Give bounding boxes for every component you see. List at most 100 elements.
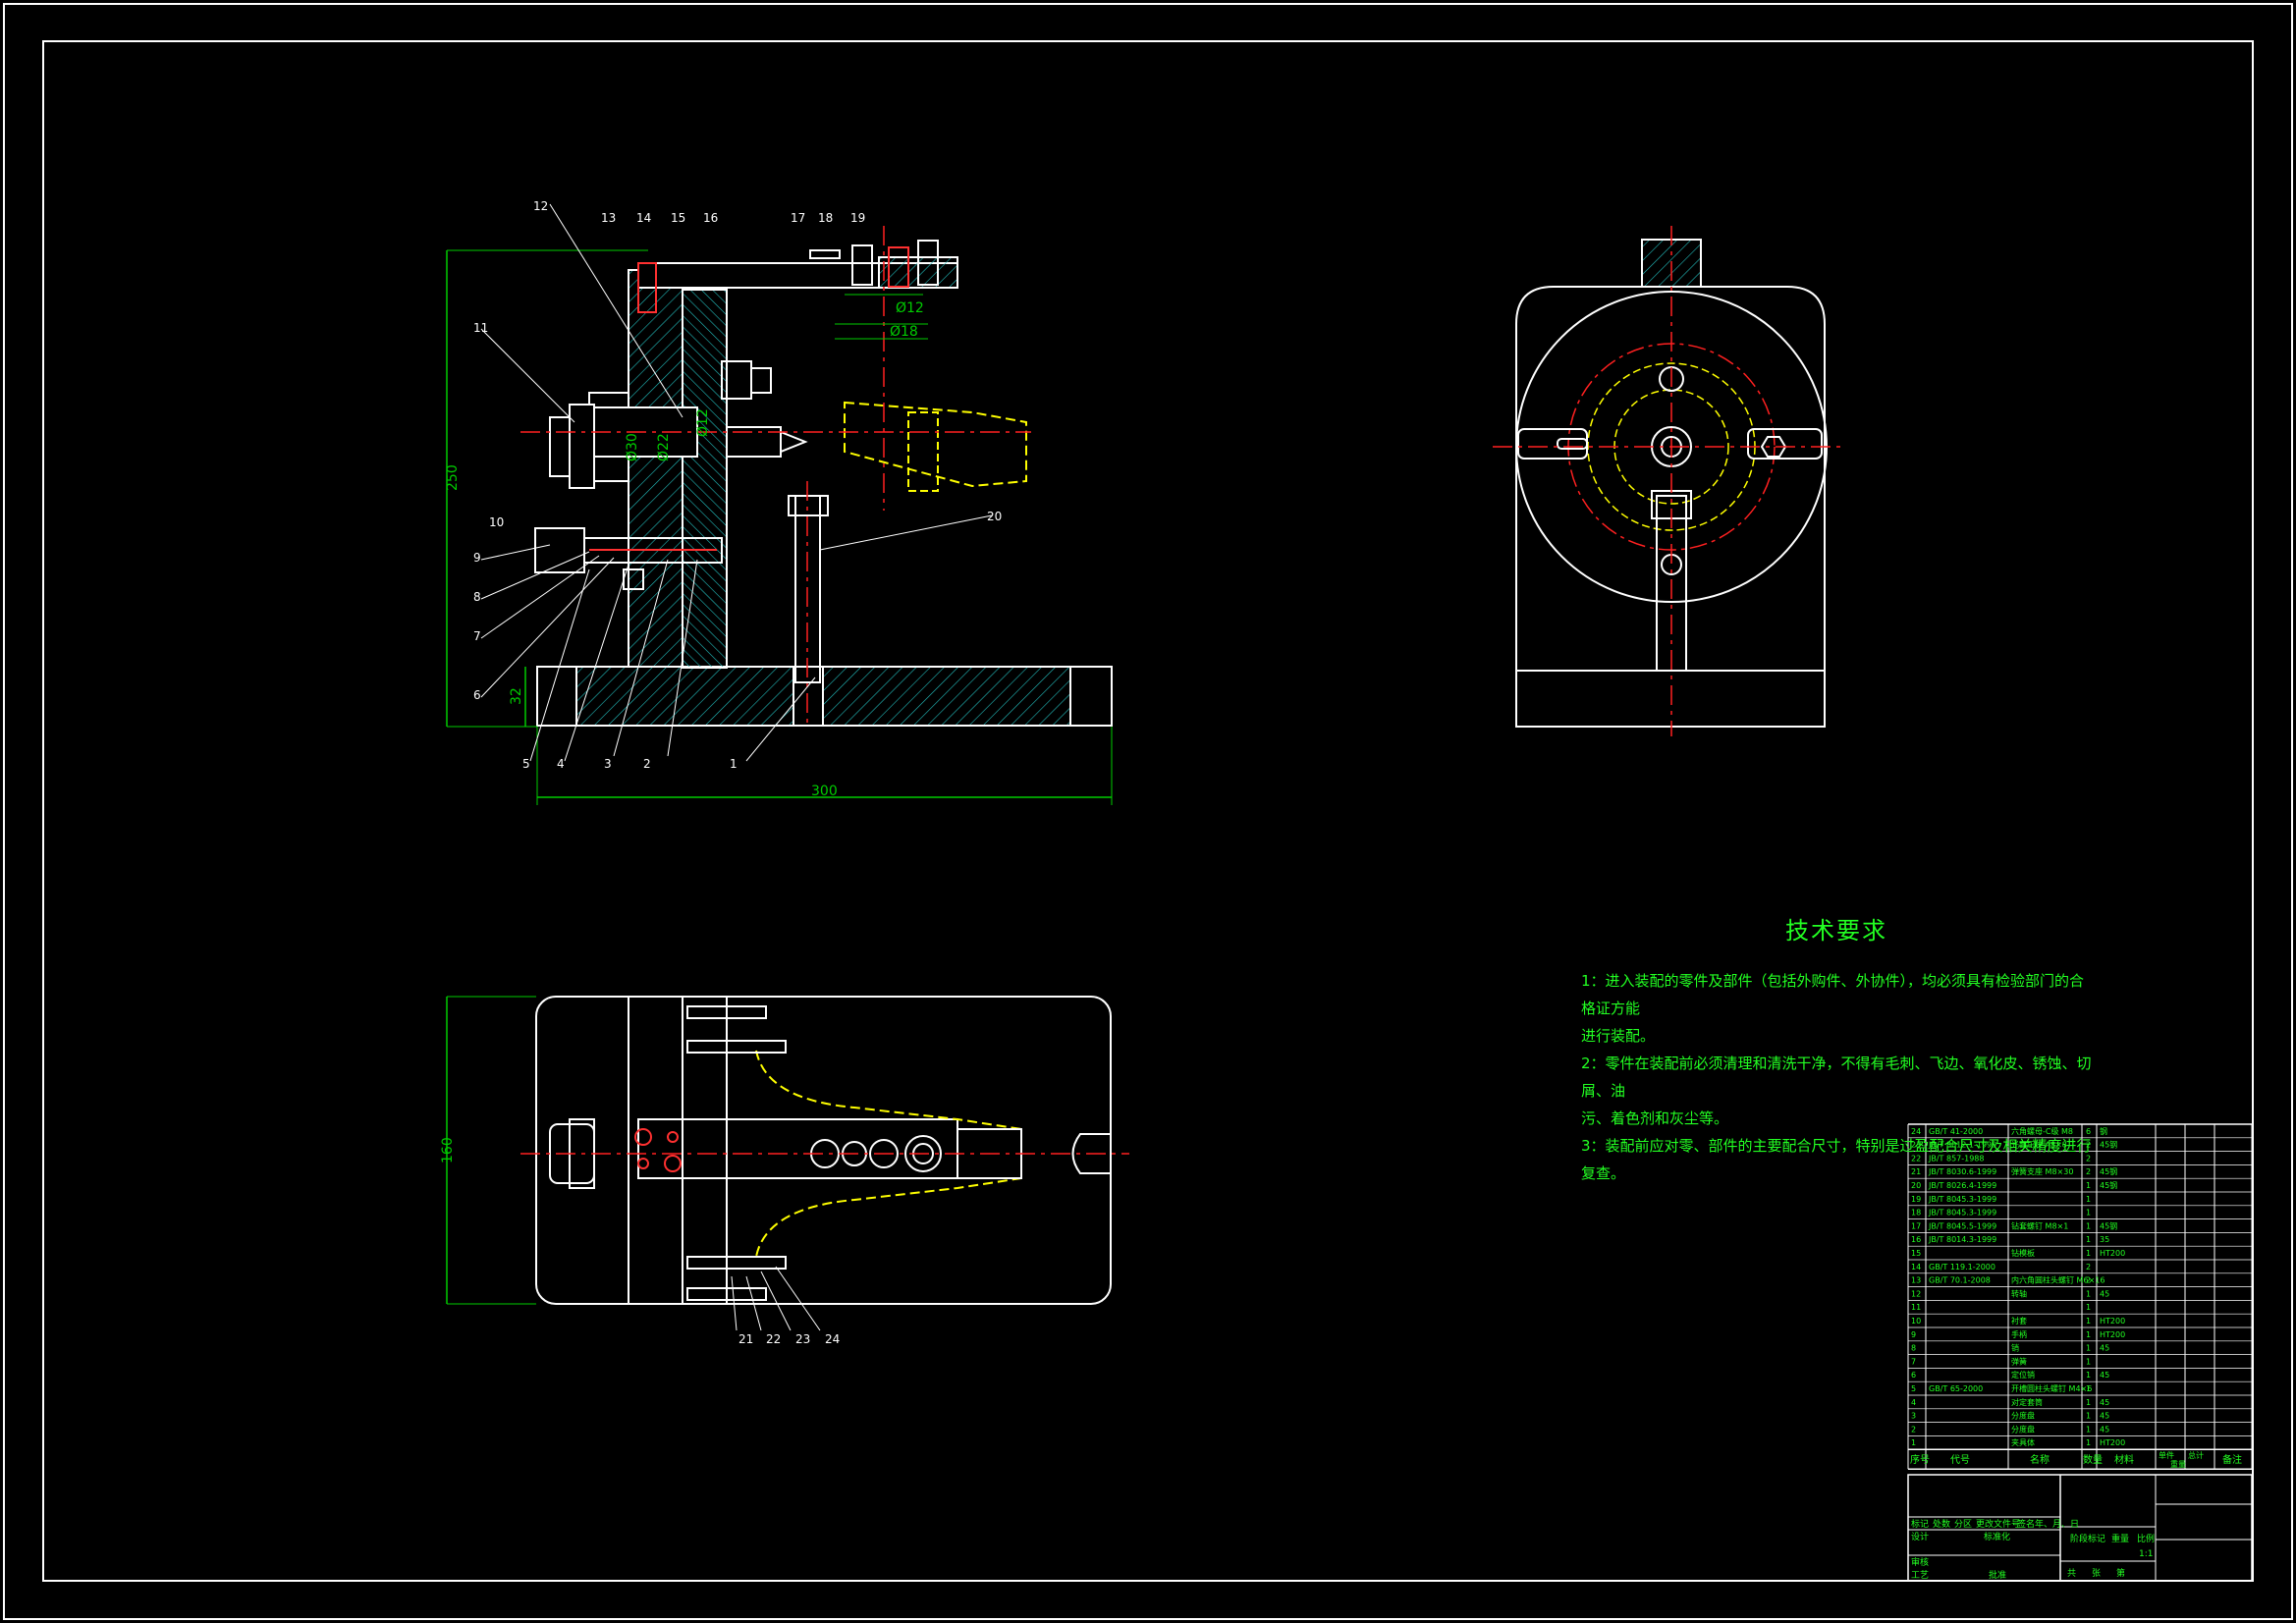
bom-cell-no: 4 [1911,1398,1916,1407]
balloon-3: 3 [604,757,612,771]
bom-cell-code: JB/T 8014.3-1999 [1928,1235,1996,1244]
bom-cell-code: GB/T 119.1-2000 [1929,1263,1995,1271]
bom-cell-qty: 1 [2086,1209,2091,1217]
top-base [535,996,1112,1305]
bom-cell-no: 6 [1911,1371,1916,1380]
bom-header-material: 材料 [2114,1453,2134,1466]
bom-cell-no: 11 [1911,1303,1921,1312]
tb-review: 审核 [1911,1556,1929,1568]
base-body [536,666,1113,727]
bom-cell-name: 钻套螺钉 M8×1 [2011,1220,2068,1230]
bom-cell-name: 转轴 [2011,1288,2027,1298]
tb-design: 设计 [1911,1531,1929,1542]
bom-cell-name: 光面压块 A8×8 [2011,1140,2067,1150]
bom-cell-no: 3 [1911,1412,1916,1421]
bom-cell-code: GB/T 65-2000 [1929,1384,1983,1393]
workpiece-outline [844,401,1027,488]
dim-d22: Ø22 [656,433,672,461]
bom-cell-name: 六角螺母-C级 M8 [2011,1126,2073,1136]
title-block: 标记 处数 分区 更改文件号 签名 年、月、日 设计 标准化 审核 工艺 批准 … [1907,1474,2253,1582]
bom-cell-qty: 1 [2086,1195,2091,1204]
bom-header-total: 总计 [2188,1450,2204,1460]
tb-sign: 签名 [2017,1518,2035,1530]
bom-cell-no: 14 [1911,1263,1921,1271]
balloon-10: 10 [489,515,504,529]
tech-title: 技术要求 [1785,917,1887,945]
bom-header-unit: 单件 [2159,1450,2174,1460]
balloon-9: 9 [473,551,481,565]
balloon-8: 8 [473,590,481,604]
bom-cell-no: 12 [1911,1289,1921,1298]
balloon-2: 2 [643,757,651,771]
bom-cell-qty: 6 [2086,1127,2091,1136]
bom-cell-no: 23 [1911,1141,1921,1150]
bom-cell-name: 分度盘 [2011,1411,2035,1421]
balloon-20: 20 [987,510,1002,523]
bom-cell-qty: 1 [2086,1438,2091,1447]
balloon-1: 1 [730,757,738,771]
bom-header-remark: 备注 [2222,1453,2242,1466]
dim-d12: Ø12 [896,300,924,316]
bom-cell-qty: 1 [2086,1181,2091,1190]
tb-mark: 标记 [1911,1518,1929,1530]
bom-cell-qty: 1 [2086,1330,2091,1339]
bom-cell-no: 15 [1911,1249,1921,1258]
balloon-12: 12 [533,199,548,213]
bom-cell-no: 13 [1911,1276,1921,1285]
tech-line-2: 进行装配。 [1581,1027,1656,1045]
bom-cell-no: 9 [1911,1330,1916,1339]
bom-cell-no: 17 [1911,1221,1921,1230]
balloon-24: 24 [825,1332,840,1346]
bom-cell-material: HT200 [2100,1317,2125,1325]
bom-cell-qty: 1 [2086,1384,2091,1393]
bom-cell-no: 7 [1911,1357,1916,1366]
bom-cell-no: 10 [1911,1317,1921,1325]
balloon-11: 11 [473,321,488,335]
bom-cell-no: 24 [1911,1127,1921,1136]
balloon-6: 6 [473,688,481,702]
tb-weight: 重量 [2111,1533,2129,1544]
bom-cell-qty: 2 [2086,1276,2091,1285]
dim-d18: Ø18 [890,324,918,340]
bom-cell-material: 钢 [2100,1126,2107,1136]
side-body [1515,286,1826,728]
bom-cell-qty: 1 [2086,1317,2091,1325]
bom-cell-material: HT200 [2100,1438,2125,1447]
balloon-13: 13 [601,211,616,225]
bom-cell-code: JB/T 8026.4-1999 [1928,1181,1996,1190]
bom-cell-material: 45 [2100,1344,2109,1353]
bom-cell-qty: 1 [2086,1235,2091,1244]
bom-cell-material: 45 [2100,1412,2109,1421]
bom-cell-no: 22 [1911,1154,1921,1163]
technical-requirements: 技术要求 1：进入装配的零件及部件（包括外购件、外协件），均必须具有检验部门的合… [1581,911,2092,1187]
tb-date: 年、月、日 [2035,1518,2079,1530]
bom-cell-qty: 1 [2086,1303,2091,1312]
bom-cell-qty: 1 [2086,1249,2091,1258]
bom-cell-material: 45 [2100,1425,2109,1434]
bom-cell-name: 衬套 [2011,1316,2027,1325]
balloon-5: 5 [522,757,530,771]
balloon-7: 7 [473,629,481,643]
tb-docno: 更改文件号 [1976,1518,2020,1530]
front-balloons: 1 2 3 4 5 6 7 8 9 10 11 12 13 14 15 16 1… [473,199,1002,771]
balloon-4: 4 [557,757,565,771]
bom-cell-qty: 2 [2086,1263,2091,1271]
bom-cell-material: HT200 [2100,1330,2125,1339]
bom-cell-qty: 1 [2086,1289,2091,1298]
bom-cell-no: 20 [1911,1181,1921,1190]
dim-160: 160 [440,1137,456,1163]
bom-cell-qty: 2 [2086,1141,2091,1150]
balloon-15: 15 [671,211,685,225]
tb-scale: 比例 [2137,1533,2155,1544]
sheet-border-inner [42,40,2254,1582]
bom-cell-qty: 1 [2086,1357,2091,1366]
dim-d30: Ø30 [625,433,640,461]
tb-sheet-label: 张 [2092,1568,2101,1579]
front-dimensions: 250 32 300 Ø12 Ø18 Ø22 Ø30 Ø12 [445,300,924,799]
bom-cell-qty: 2 [2086,1154,2091,1163]
tb-count: 处数 [1933,1518,1950,1530]
bom-cell-material: 45钢 [2100,1180,2117,1190]
tb-zone: 分区 [1954,1519,1972,1530]
balloon-22: 22 [766,1332,781,1346]
